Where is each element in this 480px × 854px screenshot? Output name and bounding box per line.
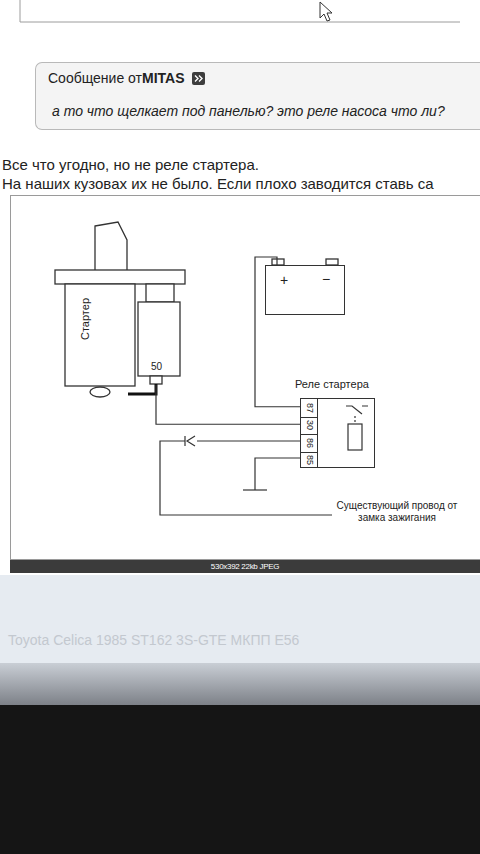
- drawing-part: [255, 458, 300, 490]
- terminal-lead: [128, 384, 156, 394]
- starter-flange: [55, 270, 185, 284]
- footer-ground: [0, 575, 480, 663]
- wire-connector: [187, 436, 195, 446]
- relay-internals: [346, 406, 368, 450]
- starter-gear: [90, 387, 110, 397]
- quote-author: MITAS: [142, 70, 185, 86]
- drawing-part: [354, 416, 355, 424]
- pin-number: 30: [304, 418, 316, 433]
- drawing-part: [243, 489, 267, 490]
- monitor-bezel: [0, 705, 480, 854]
- post-text: Все что угодно, но не реле стартера.: [2, 156, 259, 173]
- drawing-part: [197, 440, 300, 441]
- caption-bar: 530x392 22kb JPEG: [10, 560, 480, 573]
- quote-author-prefix: Сообщение от: [48, 70, 142, 86]
- terminal-50: [150, 376, 162, 384]
- polarity-mark: +: [280, 272, 288, 288]
- signature: Toyota Celica 1985 ST162 3S-GTE МКПП E56: [8, 632, 299, 648]
- wire-note: Существующий провод от замка зажигания: [334, 500, 460, 524]
- starter-housing-top: [95, 222, 127, 272]
- pin-number: 87: [304, 400, 316, 415]
- solenoid-cap: [146, 284, 174, 302]
- relay-coil: [348, 424, 362, 450]
- starter-shape: Стартер 50: [55, 220, 185, 390]
- relay-box: Реле стартера87308685: [300, 398, 375, 468]
- pin-divider: [301, 417, 318, 418]
- post-text: На наших кузовах их не было. Если плохо …: [2, 175, 434, 192]
- drawing-part: [195, 76, 202, 82]
- wire: [156, 385, 300, 424]
- solenoid-body: [138, 302, 180, 376]
- quote-text: а то что щелкает под панелью? это реле н…: [52, 103, 445, 119]
- ignition-wire: [160, 436, 332, 515]
- wire: [255, 257, 300, 407]
- part-name: Реле стартера: [295, 378, 369, 390]
- pin-number: 86: [304, 435, 316, 450]
- image-caption: 530x392 22kb JPEG: [10, 560, 480, 573]
- ground-wire: [243, 458, 300, 490]
- drawing-part: [160, 441, 332, 515]
- pin-divider: [301, 434, 318, 435]
- mouse-cursor: [320, 2, 332, 21]
- part-name: Стартер: [79, 298, 91, 340]
- polarity-mark: −: [322, 271, 330, 287]
- drawing-part: [20, 0, 460, 22]
- post-border: [20, 0, 460, 22]
- screen-edge: [0, 663, 480, 705]
- wire-line: [255, 257, 300, 407]
- quote-box: Сообщение отMITAS а то что щелкает под па…: [35, 62, 480, 130]
- starter-body: [65, 284, 135, 386]
- drawing-part: [192, 72, 205, 85]
- starter-drawing: [55, 222, 185, 397]
- wire-line: [156, 385, 300, 424]
- terminal-number: 50: [151, 361, 162, 372]
- go-to-post-icon: [192, 72, 205, 85]
- battery-box: +−: [265, 265, 345, 315]
- relay-switch: [346, 406, 368, 414]
- pin-number: 85: [304, 453, 316, 468]
- pin-divider: [301, 452, 318, 453]
